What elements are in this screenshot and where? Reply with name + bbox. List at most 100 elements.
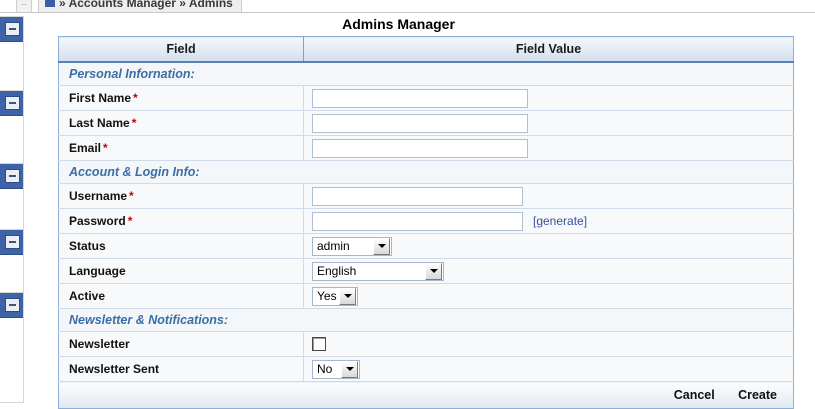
table-row: Email* [58,135,794,161]
minimize-icon[interactable] [5,169,20,183]
minimize-icon[interactable] [5,235,20,249]
home-icon[interactable] [45,0,55,7]
table-row: Active Yes [58,283,794,309]
row-label-newsletter: Newsletter [58,331,304,357]
active-select[interactable]: Yes [312,286,358,306]
row-label-language: Language [58,258,304,284]
table-header-row: Field Field Value [58,36,794,63]
form-actions: Cancel Create [58,381,794,409]
label-text: Last Name [69,116,130,130]
label-text: Status [69,239,106,253]
sidebar-panel-4 [0,229,24,296]
chevron-down-icon[interactable] [341,360,358,378]
row-label-newsletter-sent: Newsletter Sent [58,356,304,382]
form-footer-row: Cancel Create [58,381,794,409]
table-row: Username* [58,183,794,209]
row-value-password: [generate] [303,208,794,234]
sidebar-panel-1-header [0,17,23,42]
label-text: Language [69,264,126,278]
username-input[interactable] [312,186,523,206]
sidebar-panel-1 [0,16,24,91]
status-select-value: admin [317,239,350,253]
newsletter-checkbox[interactable] [312,337,326,352]
sidebar-panel-3 [0,163,24,232]
sidebar-panel-3-body [0,189,23,231]
row-value-newsletter-sent: No [303,356,794,382]
newsletter-sent-select[interactable]: No [312,359,360,379]
minimize-icon[interactable] [5,96,20,110]
row-value-language: English [303,258,794,284]
sidebar-panel-3-header [0,164,23,189]
required-marker: * [129,189,134,203]
admin-form-table: Field Field Value Personal Infornation: … [58,36,794,409]
column-header-field-value: Field Value [303,36,794,63]
sidebar-panel-5-header [0,293,23,318]
newsletter-sent-select-value: No [317,362,333,376]
sidebar-panel-2-body [0,116,23,164]
last-name-input[interactable] [312,113,528,133]
label-text: Password [69,214,126,228]
row-value-email [303,135,794,161]
language-select[interactable]: English [312,261,444,281]
required-marker: * [103,141,108,155]
create-button[interactable]: Create [738,388,777,402]
label-text: Active [69,289,106,303]
table-row: Last Name* [58,110,794,136]
breadcrumb-text: » Accounts Manager » Admins [59,0,233,10]
row-value-newsletter [303,331,794,357]
breadcrumb-bar: ·· » Accounts Manager » Admins [0,0,815,13]
password-input[interactable] [312,211,523,231]
table-row: Newsletter Sent No [58,356,794,382]
minimize-icon[interactable] [5,298,20,312]
first-name-input[interactable] [312,88,528,108]
row-value-status: admin [303,233,794,259]
required-marker: * [131,116,137,130]
required-marker: * [133,91,138,105]
email-field[interactable] [312,138,528,158]
row-value-first-name [303,85,794,111]
row-label-password: Password* [58,208,304,234]
row-value-active: Yes [303,283,794,309]
minimize-icon[interactable] [5,22,20,36]
sidebar-panel-4-body [0,255,23,295]
label-text: Newsletter Sent [69,362,160,376]
breadcrumb[interactable]: » Accounts Manager » Admins [38,0,242,12]
table-row: Status admin [58,233,794,259]
sidebar-panel-5-body [0,318,23,402]
label-text: Email [69,141,102,155]
sidebar-panel-2-header [0,91,23,116]
row-label-active: Active [58,283,304,309]
main-content: Admins Manager Field Field Value Persona… [0,12,815,409]
row-label-username: Username* [58,183,304,209]
required-marker: * [127,214,133,228]
chevron-down-icon[interactable] [373,237,390,255]
table-row: First Name* [58,85,794,111]
generate-password-link[interactable]: [generate] [533,214,588,228]
sidebar-panel-1-body [0,42,23,90]
section-header-newsletter: Newsletter & Notifications: [58,308,794,332]
sidebar-panel-5 [0,292,24,403]
section-title: Account & Login Info: [58,160,794,184]
row-label-status: Status [58,233,304,259]
active-select-value: Yes [317,289,337,303]
section-header-personal: Personal Infornation: [58,61,794,86]
label-text: Newsletter [69,337,130,351]
column-header-field: Field [58,36,304,63]
breadcrumb-tab-stub[interactable]: ·· [16,0,32,12]
chevron-down-icon[interactable] [339,287,356,305]
section-header-account: Account & Login Info: [58,160,794,184]
status-select[interactable]: admin [312,236,392,256]
section-title: Personal Infornation: [58,61,794,86]
table-row: Language English [58,258,794,284]
row-value-last-name [303,110,794,136]
label-text: Username [69,189,128,203]
row-label-first-name: First Name* [58,85,304,111]
section-title: Newsletter & Notifications: [58,308,794,332]
page-title: Admins Manager [342,16,455,32]
row-label-last-name: Last Name* [58,110,304,136]
cancel-button[interactable]: Cancel [673,388,715,402]
sidebar-panel-2 [0,90,24,165]
chevron-down-icon[interactable] [425,262,442,280]
language-select-value: English [317,264,357,278]
